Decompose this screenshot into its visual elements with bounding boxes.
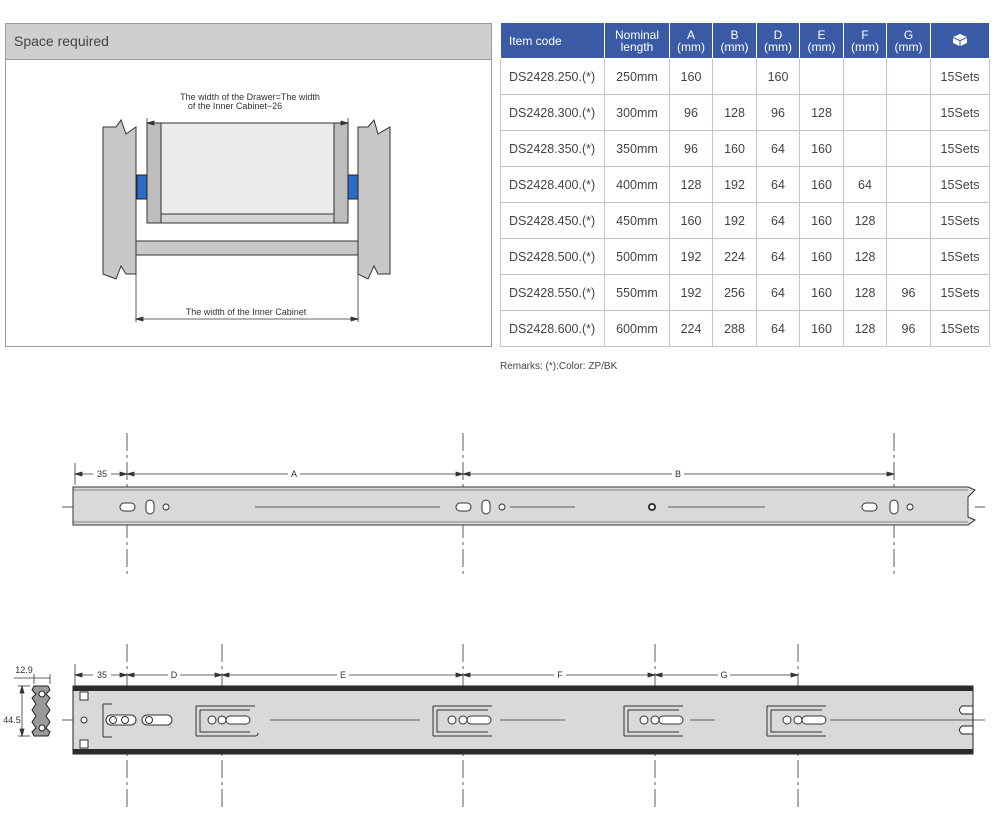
col-a: A(mm): [669, 22, 713, 59]
dim-g-label: G: [720, 670, 727, 680]
slot-groups: [79, 691, 827, 749]
dim-b-label: B: [675, 469, 681, 479]
col-b: B(mm): [712, 22, 757, 59]
col-d: D(mm): [756, 22, 800, 59]
space-required-panel: Space required The width of the Drawer: [5, 23, 492, 347]
outer-rail-body: [72, 486, 977, 526]
cabinet-bottom-panel: [135, 240, 359, 256]
drawer-box: [146, 122, 349, 224]
outer-rail-drawing: 35 A B: [62, 433, 985, 577]
drawer-width-dimension: [145, 118, 350, 130]
col-item-code: Item code: [500, 22, 605, 59]
left-cabinet-wall: [102, 118, 137, 280]
mounting-holes: [119, 499, 914, 515]
col-package: [930, 22, 990, 59]
bottom-dimension-line: [73, 664, 800, 686]
top-dimension-line: [73, 463, 896, 485]
dim-35-label: 35: [97, 670, 107, 680]
dim-a-label: A: [291, 469, 297, 479]
box-icon: [953, 33, 967, 46]
right-slide: [347, 174, 359, 200]
cabinet-width-dimension: [134, 274, 360, 322]
cabinet-diagram: The width of the Drawer=The width of the…: [102, 92, 391, 322]
cross-section-dimensions: [14, 674, 51, 738]
dim-e-label: E: [340, 670, 346, 680]
col-f: F(mm): [843, 22, 887, 59]
rail-cross-section: [31, 685, 51, 737]
panel-title: Space required: [6, 24, 491, 60]
inner-rail-drawing: 12.9 44.5 35 D E F G: [3, 644, 985, 808]
right-cabinet-wall: [357, 118, 391, 280]
remarks-note: Remarks: (*):Color: ZP/BK: [500, 361, 618, 372]
dim-35-label: 35: [97, 469, 107, 479]
drawer-width-label-2: of the Inner Cabinet−26: [188, 101, 282, 111]
dim-d-label: D: [171, 670, 178, 680]
cabinet-width-label: The width of the Inner Cabinet: [186, 307, 307, 317]
dim-f-label: F: [557, 670, 563, 680]
left-slide: [136, 174, 148, 200]
dim-height-label: 44.5: [3, 715, 21, 725]
col-e: E(mm): [799, 22, 844, 59]
dim-width-label: 12.9: [15, 665, 33, 675]
col-g: G(mm): [886, 22, 931, 59]
drawer-width-label-1: The width of the Drawer=The width: [180, 92, 320, 102]
